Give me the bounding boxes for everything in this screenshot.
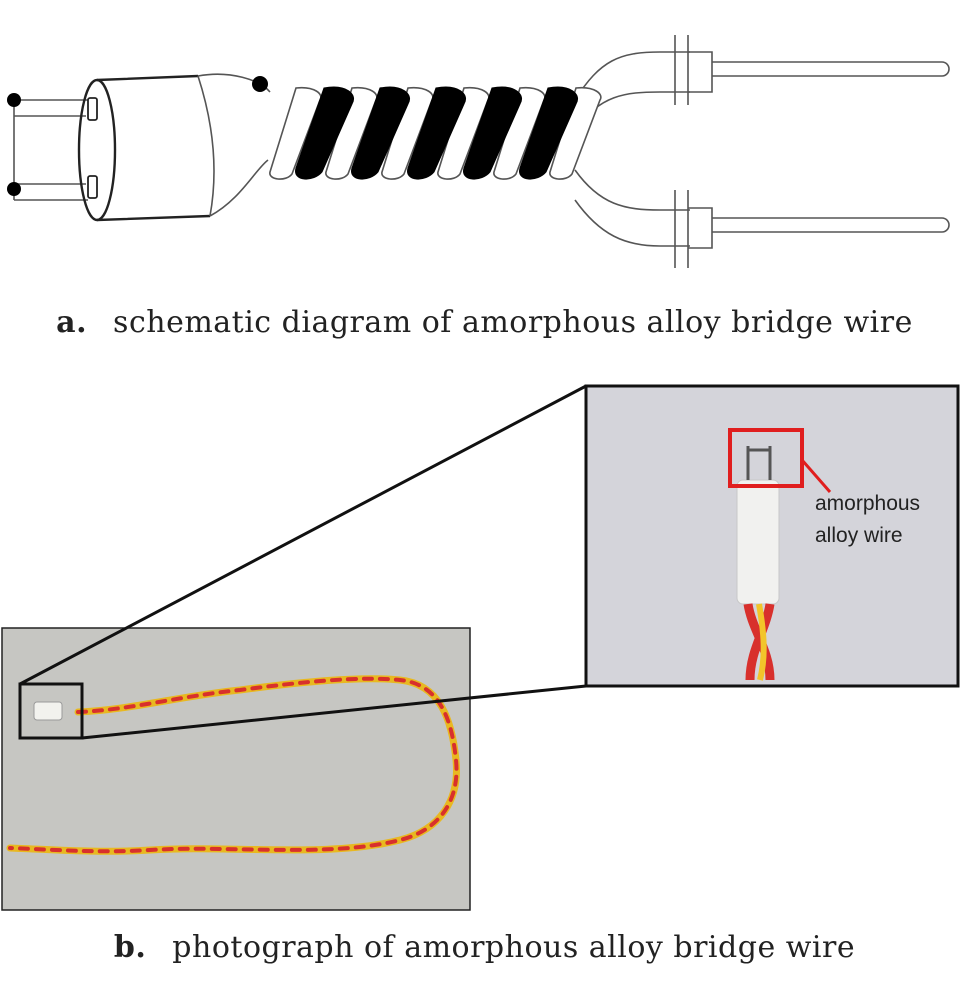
zoom-region-box [18, 682, 84, 740]
schematic-diagram [7, 35, 950, 268]
plug-pin-top [87, 97, 98, 121]
inset-plug-body [736, 479, 780, 605]
inset-cable-yellow [756, 603, 767, 681]
lead-dot-bottom [7, 182, 21, 196]
output-pin-top [712, 61, 950, 77]
twisted-strand-white [325, 86, 378, 180]
caption-b-letter: b. [113, 930, 147, 965]
photo-background [1, 627, 471, 911]
highlight-pointer [800, 459, 832, 493]
caption-b: b. photograph of amorphous alloy bridge w… [0, 930, 969, 965]
photo-cable [6, 675, 460, 855]
lead-wire-bottom [14, 183, 88, 201]
twisted-strand-white [381, 86, 434, 180]
collar-top [674, 35, 713, 105]
caption-a: a. schematic diagram of amorphous alloy b… [0, 305, 969, 340]
output-pin-bottom [712, 217, 950, 233]
caption-b-text: photograph of amorphous alloy bridge wir… [172, 930, 856, 965]
lead-wire-top [14, 99, 88, 117]
photo-connector [33, 701, 63, 721]
twisted-strand-white [437, 86, 490, 180]
twisted-strand-black [407, 86, 466, 180]
caption-a-letter: a. [56, 305, 88, 340]
caption-a-text: schematic diagram of amorphous alloy bri… [113, 305, 913, 340]
plug-back [197, 75, 215, 217]
fanout-wire-bottom [574, 169, 690, 247]
twisted-strand-black [351, 86, 410, 180]
wire-dot [252, 76, 268, 92]
plug-pin-bottom [87, 175, 98, 199]
twisted-strand-white [493, 86, 546, 180]
inset-wire-pins [746, 446, 772, 480]
twisted-strand-white [269, 86, 322, 180]
zoom-connector-lines [19, 384, 587, 740]
highlight-box [728, 428, 804, 488]
twisted-strand-black [519, 86, 578, 180]
inset-label-line2: alloy wire [815, 524, 903, 547]
twisted-strand-black [295, 86, 354, 180]
wire-exit [197, 73, 271, 217]
inset-cable [743, 603, 775, 681]
twisted-strand-black [463, 86, 522, 180]
plug-body [96, 74, 211, 222]
collar-bottom [674, 190, 713, 268]
twisted-strand-white [549, 86, 602, 180]
lead-dot-top [7, 93, 21, 107]
inset-label-line1: amorphous [815, 492, 920, 515]
photograph-figure: amorphous alloy wire [1, 384, 960, 911]
